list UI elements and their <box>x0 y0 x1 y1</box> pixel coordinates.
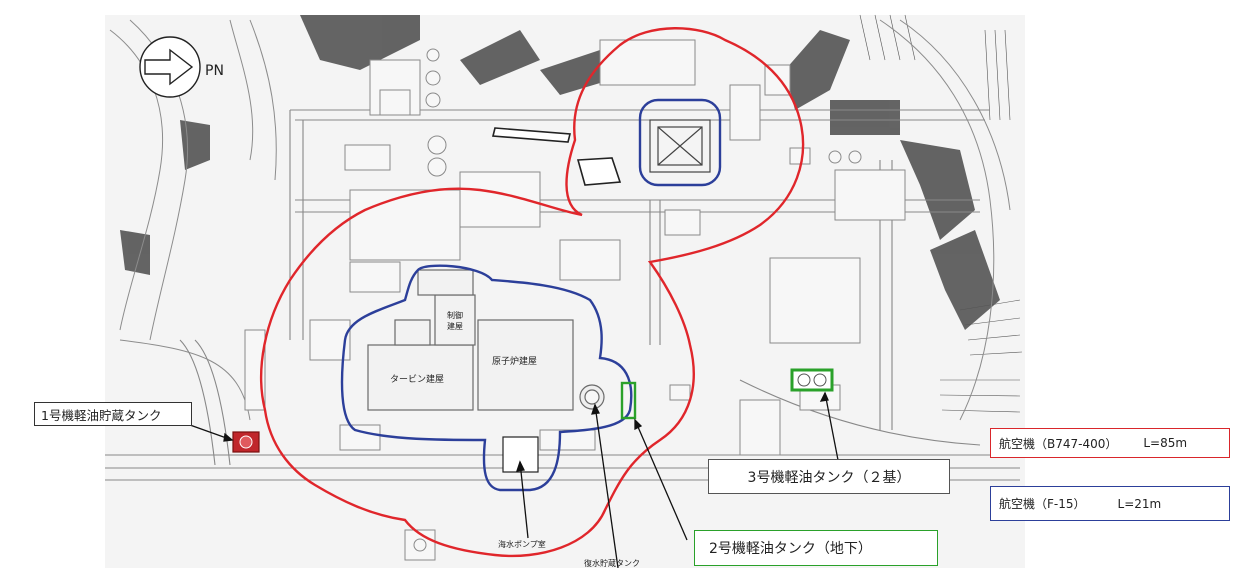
red-impact-zone-b747 <box>259 27 805 558</box>
terrain-slopes <box>120 15 1000 330</box>
control-building-label-line2: 建屋 <box>447 321 463 331</box>
turbine-building-label: タービン建屋 <box>390 373 444 385</box>
legend-b747-name: 航空機（B747-400） <box>999 436 1118 451</box>
dark-structures <box>491 127 622 186</box>
legend-f15: 航空機（F-15） L=21m <box>990 486 1230 521</box>
unit2-tank-marker <box>620 381 637 420</box>
blue-impact-zone-main <box>340 264 633 492</box>
north-arrow-icon <box>144 48 194 86</box>
unit3-tank-marker <box>790 368 834 392</box>
structures <box>244 39 906 561</box>
reactor-building-label: 原子炉建屋 <box>492 355 537 367</box>
blue-impact-zone-unit3 <box>638 98 722 187</box>
seawater-pump-label: 海水ポンプ室 <box>498 539 546 549</box>
compass-label: PN <box>205 63 224 79</box>
legend-f15-length: L=21m <box>1117 496 1162 511</box>
leader-lines <box>189 391 839 568</box>
unit1-tank-callout: 1号機軽油貯蔵タンク <box>34 402 192 426</box>
square-x-structure <box>649 119 711 173</box>
compass: PN <box>139 36 224 98</box>
unit1-tank-marker <box>232 431 260 453</box>
condensate-tank-label: 復水貯蔵タンク <box>584 558 640 568</box>
control-building-label: 制御 建屋 <box>447 310 466 331</box>
main-buildings <box>367 269 605 473</box>
terrain-grid-texture <box>859 14 1023 413</box>
legend-b747-length: L=85m <box>1143 436 1188 450</box>
turbine-building <box>367 344 474 411</box>
unit2-tank-callout: 2号機軽油タンク（地下） <box>694 530 938 566</box>
unit3-tank-callout: 3号機軽油タンク（２基） <box>708 459 950 494</box>
legend-f15-name: 航空機（F-15） <box>999 497 1086 511</box>
control-building <box>434 294 476 346</box>
control-building-label-line1: 制御 <box>447 310 463 320</box>
reactor-building <box>477 319 574 411</box>
legend-b747: 航空機（B747-400） L=85m <box>990 428 1230 458</box>
